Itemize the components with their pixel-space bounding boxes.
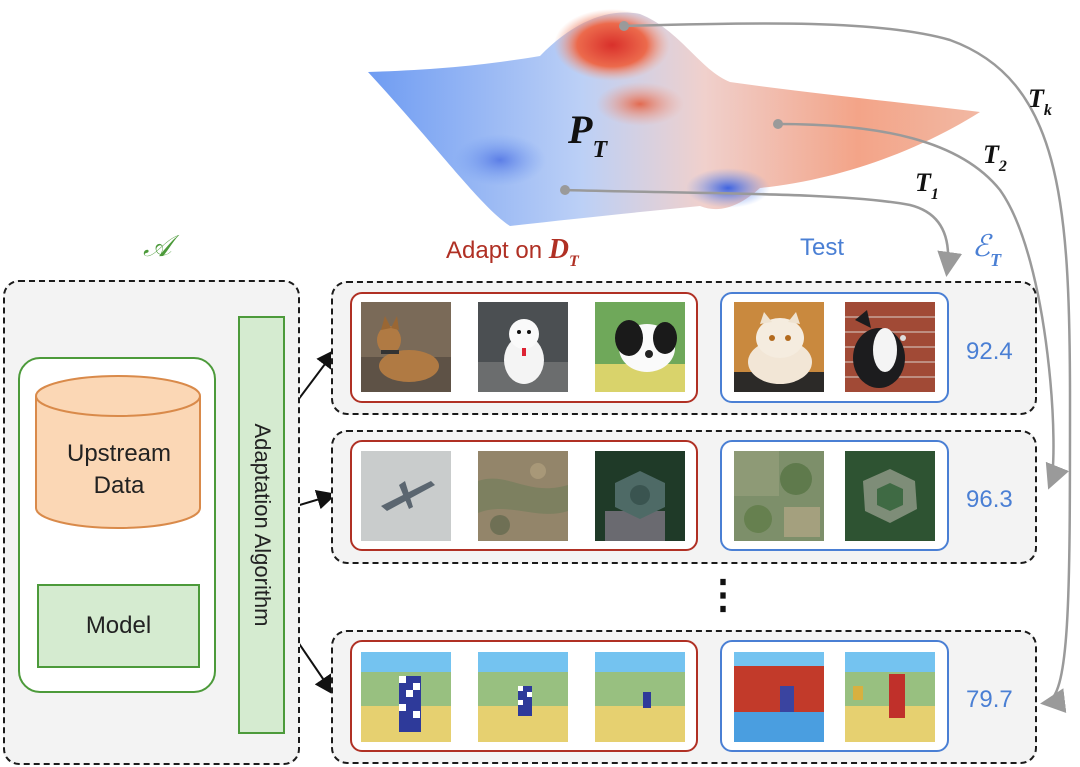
dome-aerial-icon — [595, 451, 685, 541]
task-label-k: Tk — [1028, 84, 1052, 119]
red-room-icon — [734, 652, 824, 742]
checkered-pillar-icon — [361, 652, 451, 742]
persian-cat-icon — [734, 302, 824, 392]
crop-circles-aerial-icon — [734, 451, 824, 541]
task-label-2: T2 — [983, 140, 1007, 175]
score-task-k: 79.7 — [966, 686, 1013, 713]
adapt-header: Adapt on DT — [446, 234, 579, 270]
score-task-1: 92.4 — [966, 338, 1013, 365]
terrain-aerial-icon — [478, 451, 568, 541]
shih-tzu-icon — [595, 302, 685, 392]
pitbull-icon — [845, 302, 935, 392]
upstream-data-cylinder — [35, 375, 201, 529]
rows-ellipsis: ⋮ — [703, 573, 743, 617]
distribution-label: PT — [568, 107, 608, 163]
upstream-data-label: Upstream Data — [66, 440, 172, 500]
task-label-1: T1 — [915, 168, 939, 203]
score-task-2: 96.3 — [966, 486, 1013, 513]
white-puppy-icon — [478, 302, 568, 392]
red-flag-icon — [845, 652, 935, 742]
eval-header: ℰT — [972, 229, 1002, 270]
model-box — [37, 584, 200, 668]
courtyard-aerial-icon — [845, 451, 935, 541]
model-label: Model — [85, 612, 152, 639]
algorithm-symbol: 𝒜 — [143, 229, 172, 264]
airplane-aerial-icon — [361, 451, 451, 541]
checkered-pillar-icon — [478, 652, 568, 742]
dog-lying-icon — [361, 302, 451, 392]
adaptation-algorithm-bar — [238, 316, 285, 734]
checkered-pillar-icon — [595, 652, 685, 742]
test-header: Test — [800, 234, 845, 261]
adaptation-algorithm-label: Adaptation Algorithm — [250, 423, 275, 627]
